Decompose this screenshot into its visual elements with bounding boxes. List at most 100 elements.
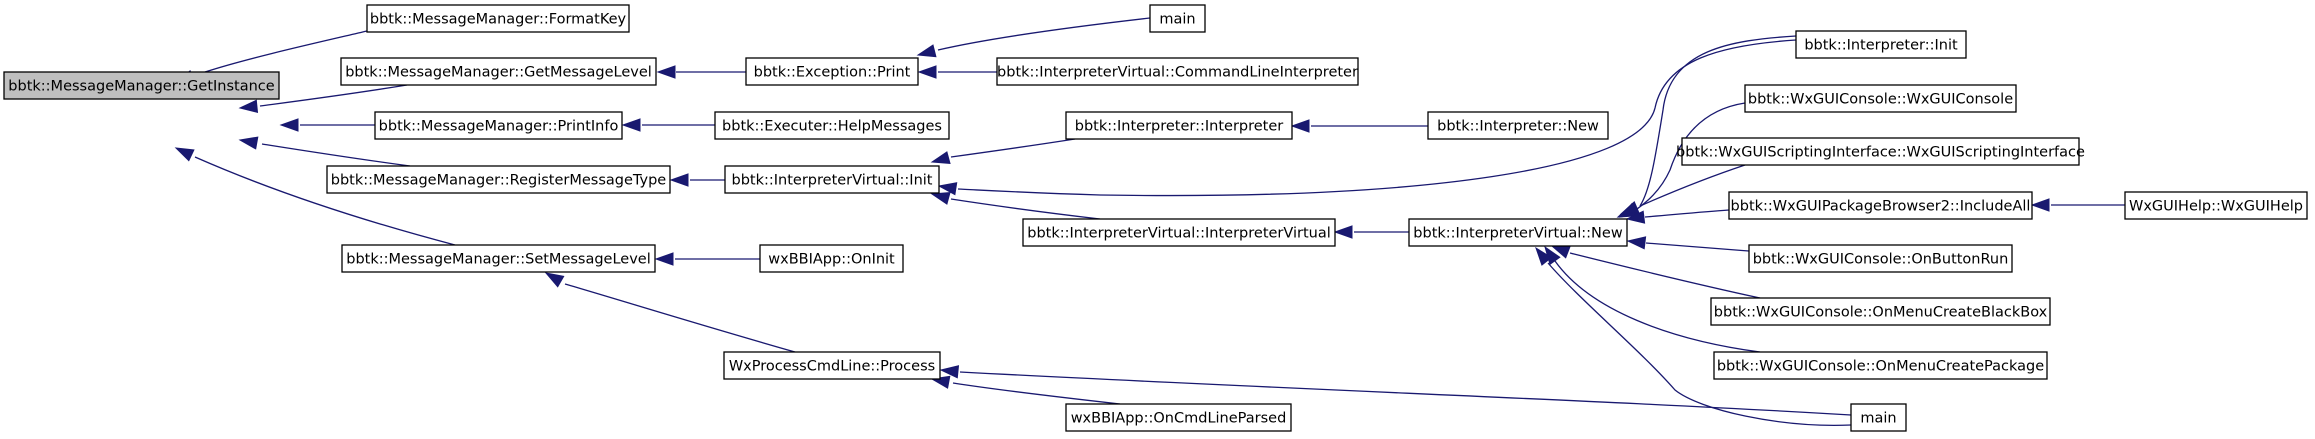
- node-box: [341, 244, 656, 273]
- node-box: [1427, 111, 1609, 140]
- node-label: bbtk::InterpreterVirtual::CommandLineInt…: [997, 65, 1358, 81]
- node-box: [3, 71, 280, 100]
- edge-line: [1569, 252, 1761, 299]
- node-label: bbtk::MessageManager::PrintInfo: [379, 119, 619, 135]
- node-setmsglevel[interactable]: bbtk::MessageManager::SetMessageLevel: [341, 244, 656, 273]
- call-edge-wxprocess-to-setmsglevel: [544, 272, 796, 353]
- arrowhead: [1625, 210, 1646, 224]
- edge-line: [1547, 262, 1852, 426]
- node-box: [1065, 111, 1293, 140]
- node-iv_init[interactable]: bbtk::InterpreterVirtual::Init: [724, 165, 940, 194]
- arrowhead: [238, 136, 259, 150]
- node-label: bbtk::MessageManager::RegisterMessageTyp…: [331, 173, 667, 189]
- arrowhead: [174, 147, 195, 162]
- arrowhead: [916, 44, 937, 58]
- node-wxgc_onmenublackbox[interactable]: bbtk::WxGUIConsole::OnMenuCreateBlackBox: [1710, 297, 2051, 326]
- edge-line: [194, 156, 456, 246]
- node-wxprocess[interactable]: WxProcessCmdLine::Process: [723, 351, 941, 380]
- node-label: bbtk::Executer::HelpMessages: [722, 119, 942, 135]
- node-interp_init[interactable]: bbtk::Interpreter::Init: [1795, 30, 1967, 59]
- edge-line: [1636, 102, 1746, 210]
- node-label: bbtk::MessageManager::SetMessageLevel: [346, 252, 651, 268]
- node-main_top[interactable]: main: [1149, 4, 1206, 33]
- node-wxgc_ctor[interactable]: bbtk::WxGUIConsole::WxGUIConsole: [1744, 84, 2017, 113]
- node-label: WxGUIHelp::WxGUIHelp: [2129, 199, 2303, 215]
- node-box: [1795, 30, 1967, 59]
- edge-line: [1554, 260, 1761, 353]
- node-box: [1713, 351, 2048, 380]
- call-edge-iv_init-to-registermsgtype: [669, 173, 725, 187]
- call-edge-main_bottom-to-wxprocess: [939, 365, 1852, 416]
- arrowhead: [930, 191, 951, 205]
- node-label: bbtk::InterpreterVirtual::InterpreterVir…: [1027, 226, 1331, 242]
- arrowhead: [2030, 198, 2050, 212]
- call-edge-exception_print-to-getmsglevel: [656, 65, 746, 79]
- call-edge-wxguihelp-to-wxgpb_includeall: [2030, 198, 2125, 212]
- node-box: [374, 111, 623, 140]
- call-edge-main_top-to-exception_print: [916, 17, 1151, 58]
- node-main_bottom[interactable]: main: [1850, 403, 1907, 432]
- call-graph-nodes: bbtk::MessageManager::GetInstancebbtk::M…: [3, 4, 2308, 432]
- node-box: [1149, 4, 1206, 33]
- node-wxgsi_ctor[interactable]: bbtk::WxGUIScriptingInterface::WxGUIScri…: [1676, 137, 2085, 166]
- node-label: bbtk::MessageManager::FormatKey: [370, 12, 627, 28]
- node-printinfo[interactable]: bbtk::MessageManager::PrintInfo: [374, 111, 623, 140]
- arrowhead: [1626, 236, 1647, 250]
- node-label: bbtk::WxGUIScriptingInterface::WxGUIScri…: [1676, 145, 2085, 161]
- node-registermsgtype[interactable]: bbtk::MessageManager::RegisterMessageTyp…: [326, 165, 671, 194]
- node-label: bbtk::WxGUIConsole::OnButtonRun: [1753, 252, 2009, 268]
- arrowhead: [1535, 246, 1553, 266]
- node-getmsglevel[interactable]: bbtk::MessageManager::GetMessageLevel: [340, 57, 657, 86]
- node-label: bbtk::InterpreterVirtual::Init: [732, 173, 933, 189]
- call-edge-printinfo-to-getinstance: [279, 118, 375, 132]
- arrowhead: [238, 99, 259, 113]
- node-wxguihelp[interactable]: WxGUIHelp::WxGUIHelp: [2124, 191, 2308, 220]
- node-wxbbi_oncmd[interactable]: wxBBIApp::OnCmdLineParsed: [1065, 403, 1292, 432]
- arrowhead: [1290, 119, 1310, 133]
- call-edge-wxgc_onbuttonrun-to-iv_new: [1626, 236, 1750, 252]
- call-edge-registermsgtype-to-getinstance: [238, 136, 411, 167]
- edge-line: [1639, 164, 1746, 207]
- node-iv_ctor[interactable]: bbtk::InterpreterVirtual::InterpreterVir…: [1022, 218, 1336, 247]
- node-label: WxProcessCmdLine::Process: [729, 359, 935, 375]
- call-edge-iv_ctor-to-iv_init: [930, 191, 1101, 220]
- node-box: [759, 244, 904, 273]
- edge-line: [950, 138, 1076, 158]
- arrowhead: [654, 252, 674, 266]
- call-edge-iv_cli-to-exception_print: [917, 65, 997, 79]
- call-edge-wxgpb_includeall-to-iv_new: [1625, 209, 1730, 224]
- node-label: bbtk::MessageManager::GetInstance: [8, 79, 274, 95]
- node-interp_ctor[interactable]: bbtk::Interpreter::Interpreter: [1065, 111, 1293, 140]
- node-label: bbtk::WxGUIPackageBrowser2::IncludeAll: [1731, 199, 2031, 215]
- node-interp_new[interactable]: bbtk::Interpreter::New: [1427, 111, 1609, 140]
- node-box: [723, 351, 941, 380]
- node-box: [1850, 403, 1907, 432]
- arrowhead: [621, 118, 641, 132]
- arrowhead: [544, 272, 565, 288]
- call-edge-wxbbi_oncmd-to-wxprocess: [930, 375, 1121, 405]
- node-getinstance[interactable]: bbtk::MessageManager::GetInstance: [3, 71, 280, 100]
- edge-line: [1639, 35, 1797, 207]
- call-edge-iv_new-to-iv_ctor: [1333, 225, 1409, 239]
- node-label: bbtk::WxGUIConsole::OnMenuCreateBlackBox: [1714, 305, 2048, 321]
- call-edge-wxgsi_ctor-to-iv_new: [1619, 164, 1746, 215]
- node-box: [996, 57, 1359, 86]
- node-formatkey[interactable]: bbtk::MessageManager::FormatKey: [366, 4, 630, 33]
- node-box: [1748, 244, 2013, 273]
- node-wxgpb_includeall[interactable]: bbtk::WxGUIPackageBrowser2::IncludeAll: [1728, 191, 2033, 220]
- node-label: bbtk::WxGUIConsole::OnMenuCreatePackage: [1717, 359, 2044, 375]
- arrowhead: [1333, 225, 1353, 239]
- node-iv_new[interactable]: bbtk::InterpreterVirtual::New: [1408, 218, 1628, 247]
- edge-line: [1644, 209, 1730, 218]
- node-wxgc_onbuttonrun[interactable]: bbtk::WxGUIConsole::OnButtonRun: [1748, 244, 2013, 273]
- edge-line: [937, 17, 1151, 51]
- node-label: bbtk::Exception::Print: [754, 65, 911, 81]
- node-executer_help[interactable]: bbtk::Executer::HelpMessages: [714, 111, 950, 140]
- edge-line: [261, 143, 411, 167]
- arrowhead: [1619, 201, 1640, 215]
- node-exception_print[interactable]: bbtk::Exception::Print: [745, 57, 919, 86]
- node-wxgc_onmenupackage[interactable]: bbtk::WxGUIConsole::OnMenuCreatePackage: [1713, 351, 2048, 380]
- node-label: wxBBIApp::OnCmdLineParsed: [1071, 411, 1287, 427]
- node-iv_cli[interactable]: bbtk::InterpreterVirtual::CommandLineInt…: [996, 57, 1359, 86]
- node-wxbbi_oninit[interactable]: wxBBIApp::OnInit: [759, 244, 904, 273]
